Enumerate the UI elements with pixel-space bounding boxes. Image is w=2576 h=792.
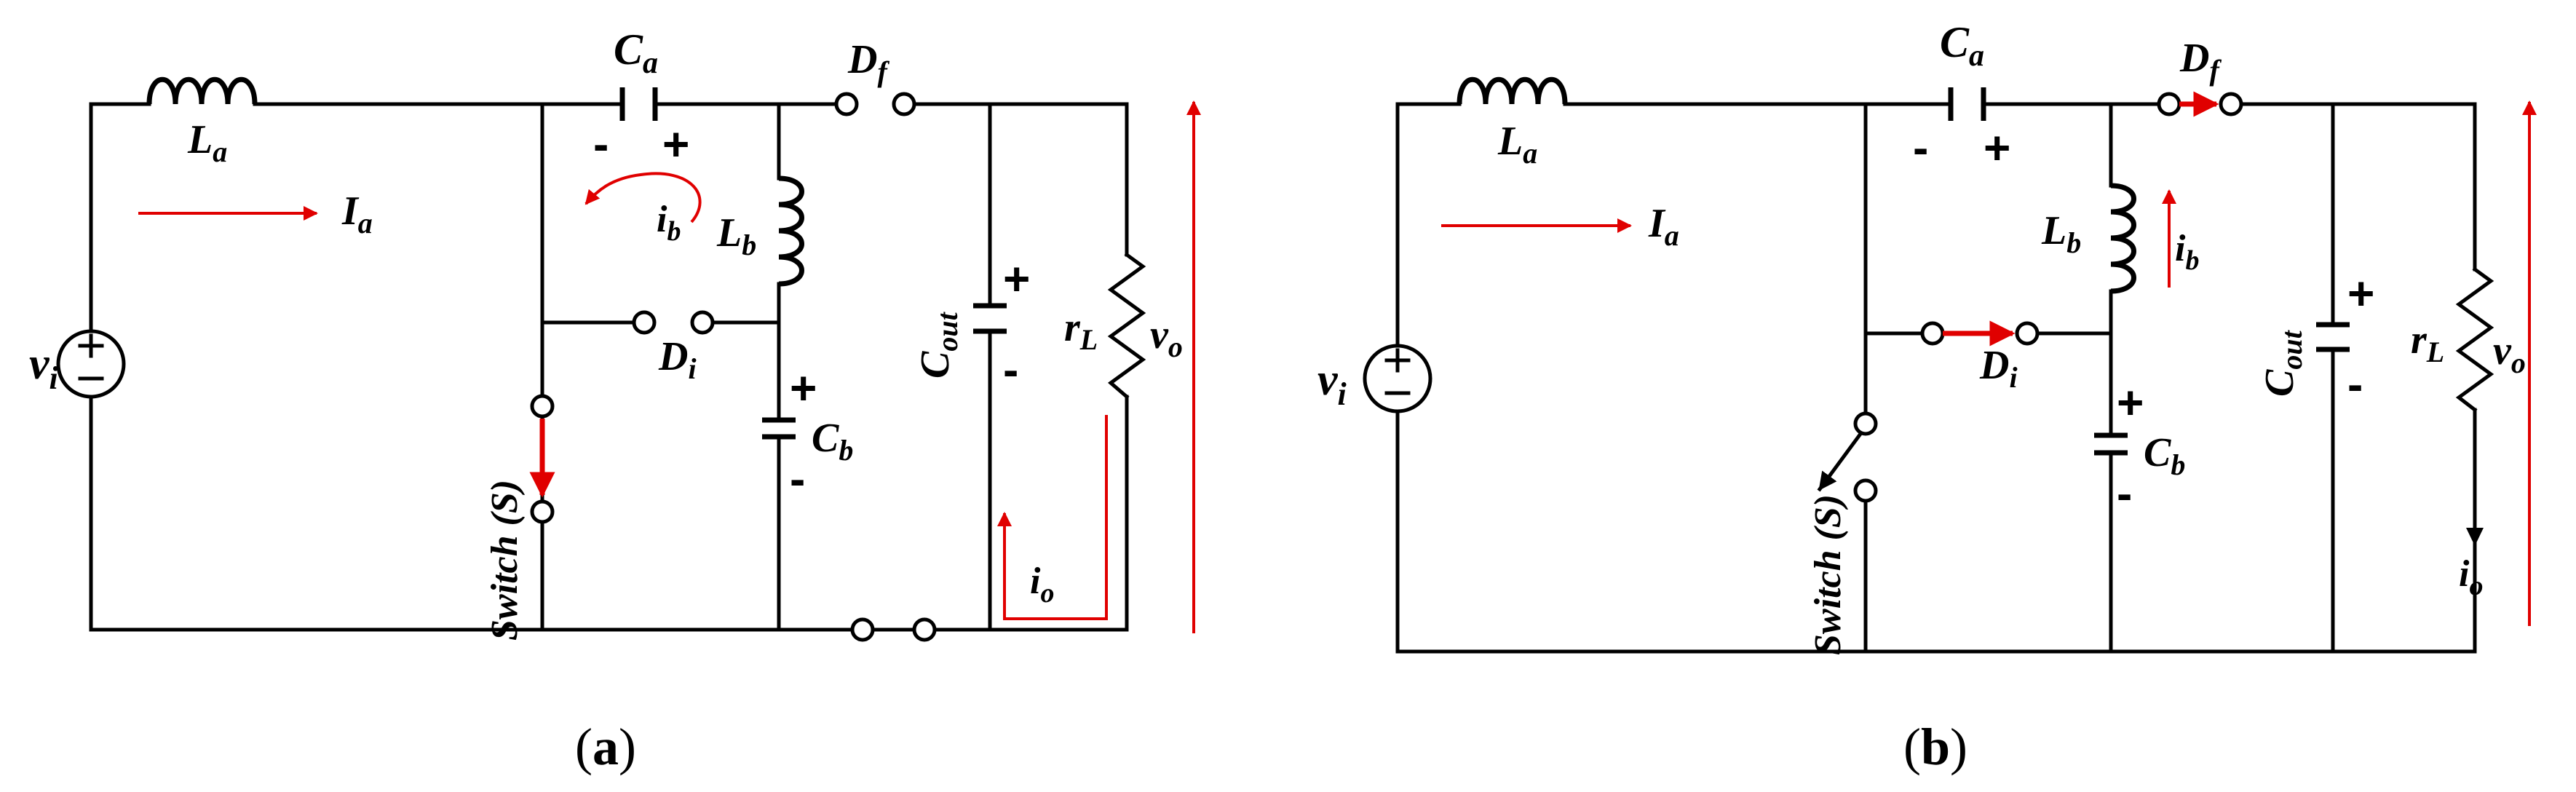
- panel-b-ca-minus: -: [1913, 122, 1928, 174]
- panel-a-ca-plus: +: [662, 118, 689, 170]
- panel-a-di-contact-right: [690, 310, 715, 335]
- panel-a-cb-minus: -: [790, 453, 805, 505]
- panel-a-bottom-contact-right: [912, 617, 937, 642]
- switch-open-arm: [1817, 431, 1863, 492]
- panel-a-io-arrow: [997, 415, 1108, 620]
- panel-a-label-switch: Switch (S): [484, 480, 526, 641]
- panel-b-label-lb: Lb: [2041, 208, 2081, 259]
- panel-b-label-switch: Switch (S): [1807, 494, 1849, 655]
- panel-a-label-ib: ib: [657, 199, 681, 247]
- panel-a-label-cb: Cb: [812, 416, 853, 467]
- panel-b-cout-minus: -: [2347, 358, 2363, 411]
- panel-b-capacitor-cout: [2316, 322, 2350, 352]
- panel-b-label-di: Di: [1979, 343, 2018, 394]
- panel-b: La Ca - + Df Ia Lb ib Di + Cb - + - Cout…: [1317, 18, 2537, 776]
- panel-a-wires: [89, 102, 1129, 632]
- panel-a-ib-arrow: [584, 172, 702, 223]
- panel-b-switch: [1817, 411, 1878, 503]
- panel-a-cout-plus: +: [1003, 253, 1030, 305]
- panel-b-label-vi: vi: [1317, 355, 1347, 412]
- panel-b-label-ib: ib: [2175, 228, 2199, 276]
- panel-a-voltage-source: [56, 329, 126, 399]
- panel-b-di-contact-right: [2015, 321, 2040, 346]
- panel-a-inductor-la: [146, 76, 258, 105]
- panel-a-label-rl: rL: [1064, 305, 1098, 356]
- panel-a-caption: (a): [575, 718, 636, 776]
- panel-a-bottom-contact-left: [850, 617, 875, 642]
- panel-b-label-ca: Ca: [1940, 18, 1984, 73]
- plus-icon: [1384, 348, 1411, 373]
- panel-b-label-df: Df: [2179, 36, 2222, 87]
- panel-b-resistor-rl: [2455, 266, 2494, 413]
- panel-a-label-df: Df: [847, 37, 889, 88]
- panel-a-label-ia: Ia: [341, 189, 373, 239]
- panel-a-df-contact-right: [892, 92, 916, 116]
- panel-b-cout-plus: +: [2347, 267, 2374, 320]
- panel-a-capacitor-cout: [973, 303, 1007, 334]
- panel-b-cb-plus: +: [2117, 376, 2144, 429]
- panel-b-io-arrowhead: [2466, 528, 2484, 546]
- switch-contact-bottom: [530, 499, 555, 524]
- panel-b-caption: (b): [1903, 718, 1967, 776]
- panel-b-ca-plus: +: [1983, 122, 2010, 174]
- panel-b-wires: [1395, 102, 2477, 654]
- panel-a-ca-minus: -: [593, 118, 609, 170]
- panel-b-inductor-la: [1457, 76, 1568, 105]
- switch-contact-top: [1853, 411, 1878, 436]
- panel-b-label-vo: vo: [2493, 328, 2526, 379]
- switch-contact-bottom: [1853, 478, 1878, 503]
- panel-b-label-rl: rL: [2411, 317, 2444, 368]
- switch-contact-top: [530, 394, 555, 419]
- panel-b-cb-minus: -: [2117, 467, 2132, 520]
- panel-a-capacitor-ca: [619, 87, 658, 121]
- panel-a-label-lb: Lb: [716, 210, 756, 261]
- panel-b-di-contact-left: [1920, 321, 1945, 346]
- panel-a-label-vi: vi: [29, 339, 59, 396]
- panel-a-label-vo: vo: [1150, 312, 1183, 363]
- panel-a-cb-plus: +: [790, 362, 817, 414]
- panel-b-label-ia: Ia: [1648, 201, 1679, 252]
- panel-a-di-contact-left: [632, 310, 657, 335]
- source-circle: [56, 329, 126, 399]
- panel-a-cout-minus: -: [1003, 344, 1018, 396]
- panel-b-label-io: io: [2459, 553, 2483, 601]
- panel-a-label-ca: Ca: [614, 25, 658, 80]
- panel-a-label-la: La: [187, 117, 227, 168]
- panel-b-df-contact-left: [2157, 92, 2181, 116]
- panel-b-voltage-source: [1363, 344, 1432, 413]
- panel-b-label-cb: Cb: [2144, 430, 2185, 481]
- panel-b-inductor-lb: [2110, 183, 2136, 294]
- panel-b-label-la: La: [1497, 119, 1537, 170]
- plus-icon: [78, 333, 104, 358]
- panel-a-label-di: Di: [658, 334, 697, 385]
- panel-a-inductor-lb: [778, 175, 804, 287]
- panel-b-label-cout: Cout: [2257, 329, 2308, 397]
- panel-b-capacitor-ca: [1948, 87, 1986, 121]
- panel-a-capacitor-cb: [762, 417, 796, 440]
- panel-a-label-cout: Cout: [913, 311, 964, 379]
- panel-a: La Ca - + Df Ia ib Lb Di + Cb - + - Cout…: [29, 25, 1201, 776]
- panel-b-df-contact-right: [2219, 92, 2243, 116]
- panel-a-switch: [529, 320, 555, 632]
- panel-a-resistor-rl: [1107, 252, 1146, 400]
- panel-b-capacitor-cb: [2094, 432, 2128, 456]
- panel-a-label-io: io: [1030, 561, 1054, 609]
- source-circle: [1363, 344, 1432, 413]
- panel-a-df-contact-left: [834, 92, 859, 116]
